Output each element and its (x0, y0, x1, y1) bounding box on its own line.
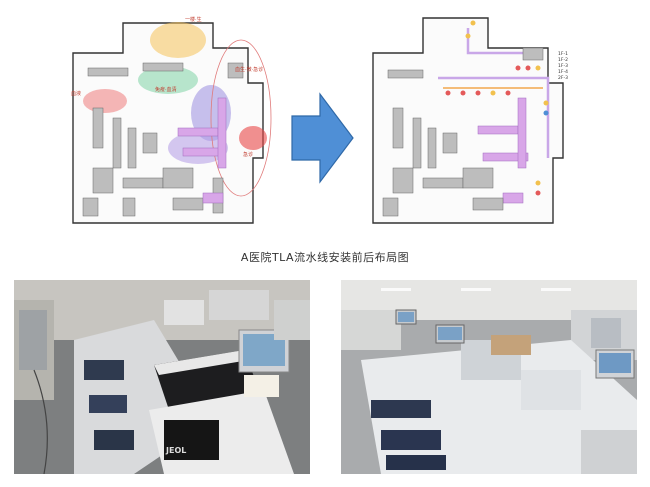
transition-arrow-icon (291, 92, 354, 184)
zone-label: 血生·微·急诊 (235, 67, 264, 73)
analyzer-brand: JEOL (166, 446, 187, 455)
after-layout-plan: 1F-1 1F-2 1F-3 1F-4 2F-3 (368, 8, 583, 230)
legend-item: 2F-3 (558, 76, 568, 81)
lab-photo-left-image (14, 280, 310, 474)
zone-label: 急诊 (243, 152, 254, 158)
after-plan-legend: 1F-1 1F-2 1F-3 1F-4 2F-3 (558, 52, 568, 82)
legend-item: 1F-4 (558, 70, 568, 75)
legend-item: 1F-2 (558, 58, 568, 63)
before-plan-drawing (72, 22, 272, 224)
legend-item: 1F-3 (558, 64, 568, 69)
zone-label: 一楼·生 (185, 17, 202, 23)
lab-photo-right-image (341, 280, 637, 474)
before-layout-plan: 一楼·生 免疫·血清 血生·微·急诊 血液 急诊 (63, 8, 278, 230)
lab-photo-left: JEOL (14, 280, 310, 474)
lab-photo-right (341, 280, 637, 474)
legend-item: 1F-1 (558, 52, 568, 57)
zone-label: 血液 (71, 91, 82, 97)
after-plan-drawing (372, 17, 564, 224)
figure-caption: A医院TLA流水线安装前后布局图 (240, 251, 410, 264)
zone-label: 免疫·血清 (155, 87, 177, 93)
